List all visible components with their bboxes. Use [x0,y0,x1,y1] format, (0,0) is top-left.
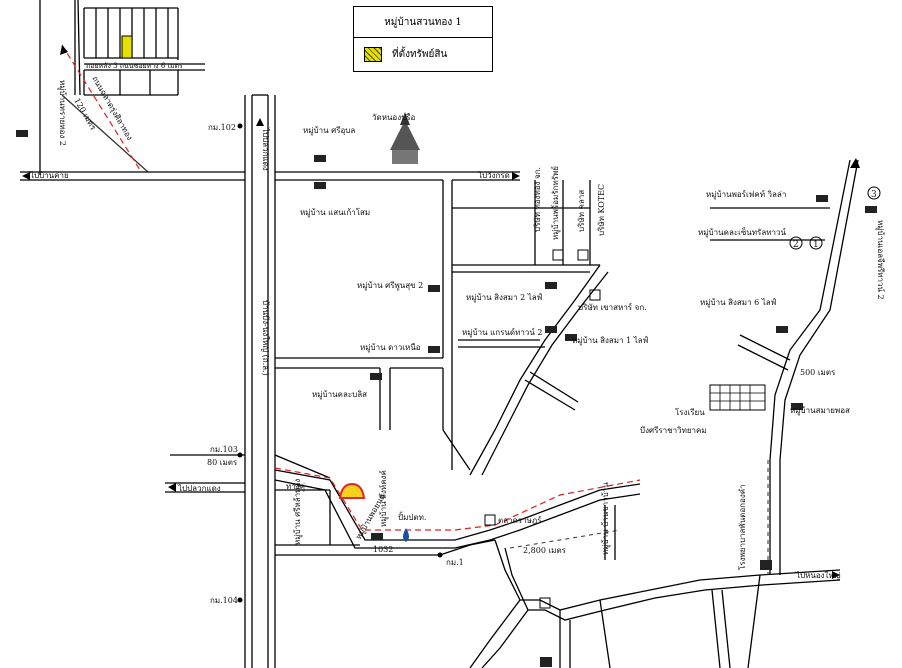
label-village-perfect: หมู่บ้านพอร์เฟคท์ วิลล่า [706,189,786,200]
ptt-pump-icon [403,528,409,542]
label-to-pluak-daeng-top: ไปปลวกแดง [261,127,270,171]
label-to-nong-yai: ไปหนองใหญ่ [795,571,841,580]
circled-numbers [789,186,881,250]
school-building-icon [709,384,766,411]
label-road-1032: 1032 [373,545,393,554]
label-km1: กม.1 [446,558,464,567]
shell-station-icon [338,482,366,499]
label-to-wang-tha: ไปวังกรด [477,171,510,180]
label-double-road: ทางคู่ [286,482,305,492]
legend-row: ที่ตั้งทรัพย์สิน [354,38,492,70]
label-company-2: บริษัท คลาส [577,190,586,232]
label-village-khao: หมู่บ้าน บ้านขาวบ้าน [601,482,611,555]
label-village-bliss: หมู่บ้านคละบลิส [312,390,367,400]
label-km103: กม.103 [210,445,238,454]
label-village-sing-1: หมู่บ้าน สิงสมา 1 ไลฟ์ [572,335,649,346]
label-inset-road: ถนนฉลาดรุ่งศิลาทอง [90,75,134,142]
label-village-central: หมู่บ้านคละเซ็นทรัลทาวน์ [698,227,787,238]
label-to-pluak-daeng: ไปปลวกแดง [177,484,221,493]
label-pump: ปั้มปตท. [398,511,426,522]
label-km102: กม.102 [208,123,236,132]
label-80m: 80 เมตร [207,458,238,467]
label-village-saen: หมู่บ้าน แสนเก้าโสม [300,207,370,218]
label-village-sri-ubon: หมู่บ้าน ศรีอุบล [303,126,355,136]
label-inset-left: หมู่บ้านทรายทอง 2 [57,80,67,146]
circle-label-1: 1 [813,240,819,250]
label-temple: วัดหนองปรือ [372,113,416,122]
legend-title: หมู่บ้านสวนทอง 1 [354,7,492,38]
label-school-2: บึงศรีราชาวิทยาคม [640,426,707,435]
circle-label-3: 3 [871,190,877,200]
label-km104: กม.104 [210,596,238,605]
label-village-sri-poon: หมู่บ้าน ศรีพูนสุข 2 [357,281,423,291]
village-icon-group [16,130,877,667]
label-school-1: โรงเรียน [675,407,705,417]
legend-box: หมู่บ้านสวนทอง 1 ที่ตั้งทรัพย์สิน [353,6,493,72]
legend-swatch-label: ที่ตั้งทรัพย์สิน [392,48,448,60]
label-main-highway: บ้านบึง-นงใหญ่ (ถ.ล.) [261,300,270,376]
property-lot-marker [121,35,133,59]
label-market: ตลาดราษฎร์ [498,515,542,525]
label-hospital: โรงพยาบาลพันตอกองคำ [737,484,747,570]
label-village-sing-6: หมู่บ้าน สิงสมา 6 ไลฟ์ [700,297,777,308]
label-2800m: 2,800 เมตร [523,546,567,555]
label-company-1: บริษัท ทองทอง จก. [533,167,542,232]
label-company-4: บริษัท เขาสหาร์ จก. [578,302,647,312]
label-village-proam: หมู่บ้านพร้อมรักทรัพย์ [550,166,561,240]
temple-icon [390,112,420,164]
label-inset-distance: 120 เมตร [72,97,98,133]
label-village-dao-nuea: หมู่บ้าน ดาวเหนือ [360,343,421,353]
label-village-elg: หมู่บ้านเอลจีพรีทาวน์ 2 [875,220,886,300]
label-village-sing-kong: หมู่บ้าน สิงห์คงค์ [378,470,389,527]
legend-swatch [364,46,382,62]
label-village-sing-2: หมู่บ้าน สิงสมา 2 ไลฟ์ [466,292,543,303]
circle-label-2: 2 [793,240,799,250]
label-500m: 500 เมตร [800,368,836,377]
label-village-smile: หมู่บ้านสมายพอส [790,406,850,416]
label-village-grand-town: หมู่บ้าน แกรนด์ทาวน์ 2 [462,327,542,338]
label-inset-lane: ถอยหลัง 3 ถนนซอยทาง 6 เมตร [86,62,183,70]
label-company-3: บริษัท KOTEC [597,184,606,236]
label-village-sri-la: หมู่บ้าน ศรีหล้าทอง [293,479,303,545]
label-to-ban-khai: ไปบ้านค่าย [29,171,69,180]
